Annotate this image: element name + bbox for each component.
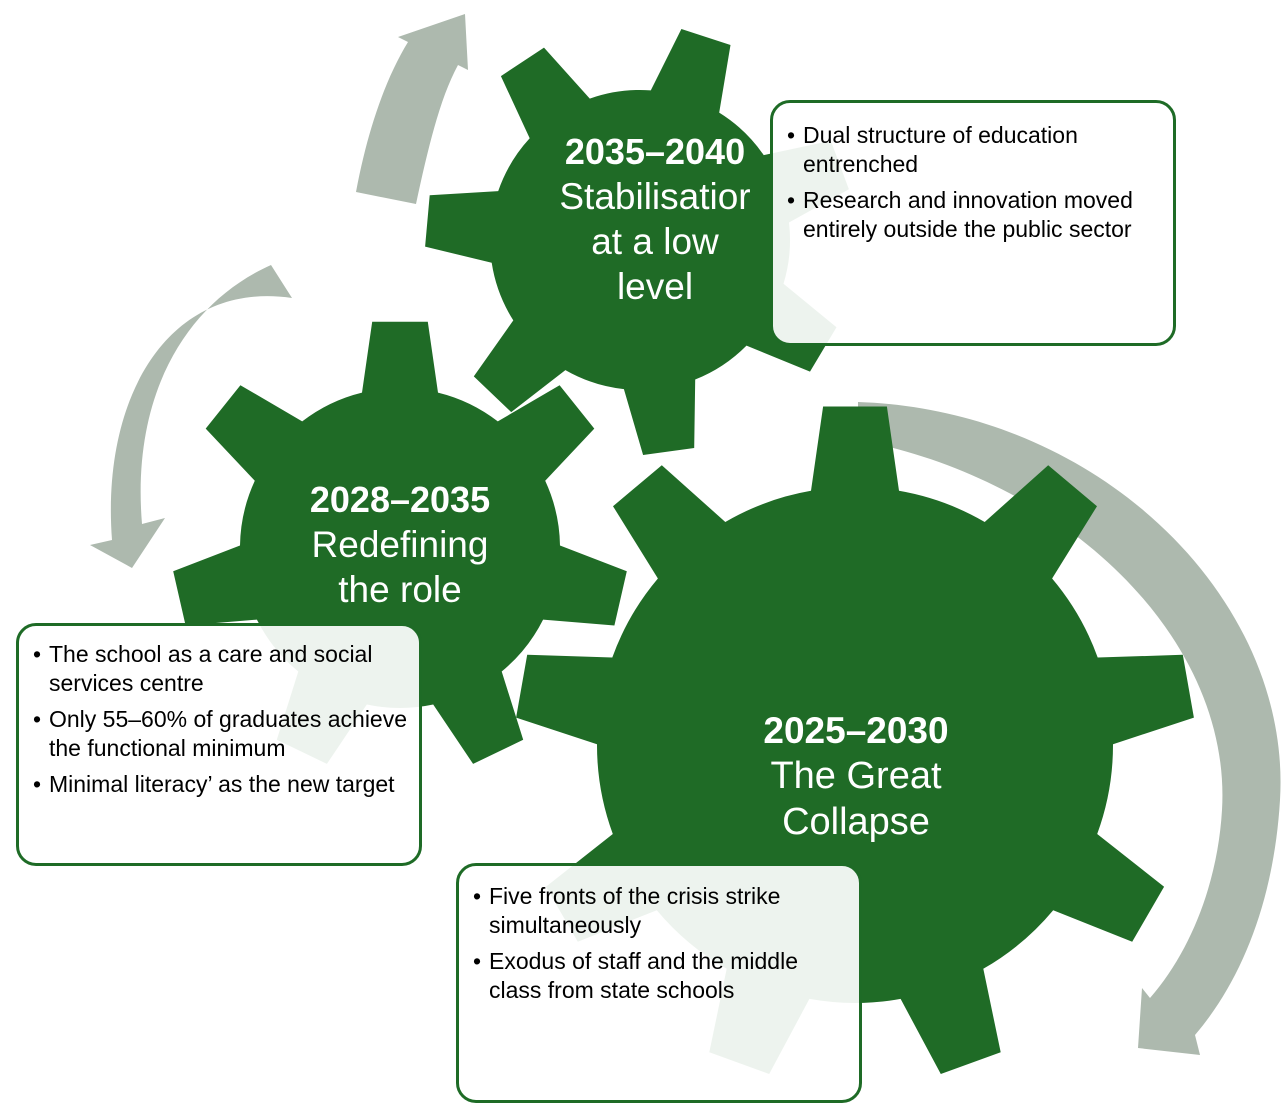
bullet-item: Only 55–60% of graduates achieve the fun… xyxy=(33,705,409,763)
bullet-list: The school as a care and social services… xyxy=(33,640,409,799)
stage-title-line: level xyxy=(616,266,694,308)
bullet-item: The school as a care and social services… xyxy=(33,640,409,698)
stage-title-line: Collapse xyxy=(782,801,930,844)
stage-title-line: The Great xyxy=(770,755,942,798)
arrow-left xyxy=(90,265,292,568)
bullet-list: Dual structure of education entrenched R… xyxy=(787,121,1163,244)
stage-title-line: the role xyxy=(338,569,462,611)
stage-title-line: at a low xyxy=(591,221,719,263)
gear-label-2025: 2025–2030 The Great Collapse xyxy=(716,708,996,846)
card-2028-2035: The school as a care and social services… xyxy=(16,623,422,866)
bullet-list: Five fronts of the crisis strike simulta… xyxy=(473,882,849,1005)
card-2025-2030: Five fronts of the crisis strike simulta… xyxy=(456,863,862,1103)
bullet-item: Minimal literacy’ as the new target xyxy=(33,770,409,799)
card-2035-2040: Dual structure of education entrenched R… xyxy=(770,100,1176,346)
bullet-item: Dual structure of education entrenched xyxy=(787,121,1163,179)
arrow-right xyxy=(858,402,1281,1055)
arrow-top xyxy=(356,14,468,204)
stage-years: 2035–2040 xyxy=(564,131,746,172)
stage-years: 2025–2030 xyxy=(763,710,949,751)
bullet-item: Exodus of staff and the middle class fro… xyxy=(473,947,849,1005)
stage-title-line: Stabilisatior xyxy=(559,175,751,217)
stage-years: 2028–2035 xyxy=(309,479,491,520)
gear-label-2035: 2035–2040 Stabilisatior at a low level xyxy=(520,130,790,309)
bullet-item: Five fronts of the crisis strike simulta… xyxy=(473,882,849,940)
gear-label-2028: 2028–2035 Redefining the role xyxy=(268,478,532,612)
gear-2035-2040 xyxy=(425,29,849,455)
stage-title-line: Redefining xyxy=(311,523,489,565)
bullet-item: Research and innovation moved entirely o… xyxy=(787,186,1163,244)
